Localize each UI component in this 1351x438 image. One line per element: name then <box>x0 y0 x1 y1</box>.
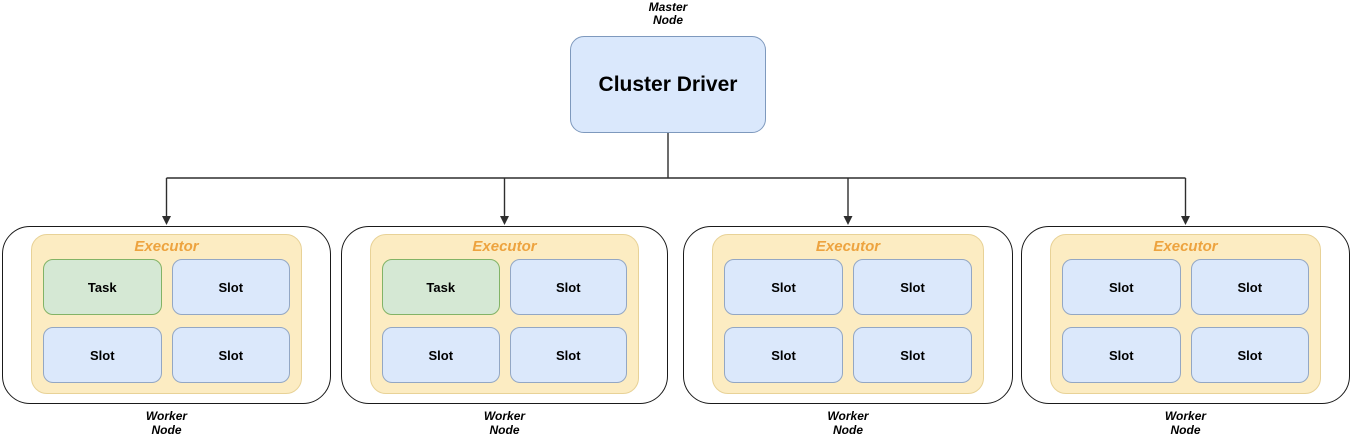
slot-cell-label: Slot <box>1237 279 1263 295</box>
cluster-driver-node: Cluster Driver <box>570 36 766 133</box>
slot-cell-label: Slot <box>1108 347 1134 363</box>
slot-cell: Slot <box>1190 259 1309 315</box>
executor-title: Executor <box>1153 238 1218 255</box>
slot-cell: Slot <box>171 327 290 383</box>
worker-node-label-line2: Node <box>151 423 182 437</box>
worker-node-label-line2: Node <box>833 423 863 437</box>
slot-cell-label: Slot <box>771 279 796 295</box>
worker-node-label-line1: Worker <box>1164 409 1207 423</box>
slot-cell-label: Slot <box>1237 347 1263 363</box>
master-node-label-line2: Node <box>653 13 683 27</box>
slot-cell-label: Slot <box>218 347 244 363</box>
slot-cell: Slot <box>853 259 972 315</box>
executor-title: Executor <box>134 238 199 255</box>
slot-cell: Slot <box>1062 327 1181 383</box>
slot-cell-label: Slot <box>900 347 925 363</box>
slot-cell: Slot <box>509 327 627 383</box>
slot-cell-label: Slot <box>89 347 115 363</box>
slot-cell-label: Slot <box>555 347 581 363</box>
slot-cell-label: Slot <box>555 279 581 295</box>
slot-cell: Slot <box>724 327 843 383</box>
task-cell: Task <box>43 259 162 315</box>
master-node-label: Master Node <box>568 1 768 27</box>
task-cell: Task <box>382 259 500 315</box>
slot-cell: Slot <box>382 327 500 383</box>
task-cell-label: Task <box>87 279 117 295</box>
slot-cell: Slot <box>43 327 162 383</box>
worker-node-label-line1: Worker <box>483 409 526 423</box>
slot-cell: Slot <box>1190 327 1309 383</box>
slot-cell-label: Slot <box>771 347 796 363</box>
worker-node-label-line1: Worker <box>827 409 869 423</box>
worker-node-label-line2: Node <box>489 423 520 437</box>
slot-cell: Slot <box>1062 259 1181 315</box>
slot-cell: Slot <box>853 327 972 383</box>
cluster-driver-label: Cluster Driver <box>598 72 738 96</box>
slot-cell: Slot <box>509 259 627 315</box>
executor-title: Executor <box>815 238 881 255</box>
master-node-label-line1: Master <box>648 0 688 14</box>
slot-cell-label: Slot <box>1108 279 1134 295</box>
executor-title: Executor <box>472 238 537 255</box>
task-cell-label: Task <box>426 279 456 295</box>
slot-cell-label: Slot <box>900 279 925 295</box>
slot-cell: Slot <box>171 259 290 315</box>
worker-node-label-line1: Worker <box>145 409 188 423</box>
slot-cell-label: Slot <box>428 347 454 363</box>
slot-cell: Slot <box>724 259 843 315</box>
worker-node-label-line2: Node <box>1170 423 1201 437</box>
slot-cell-label: Slot <box>218 279 244 295</box>
